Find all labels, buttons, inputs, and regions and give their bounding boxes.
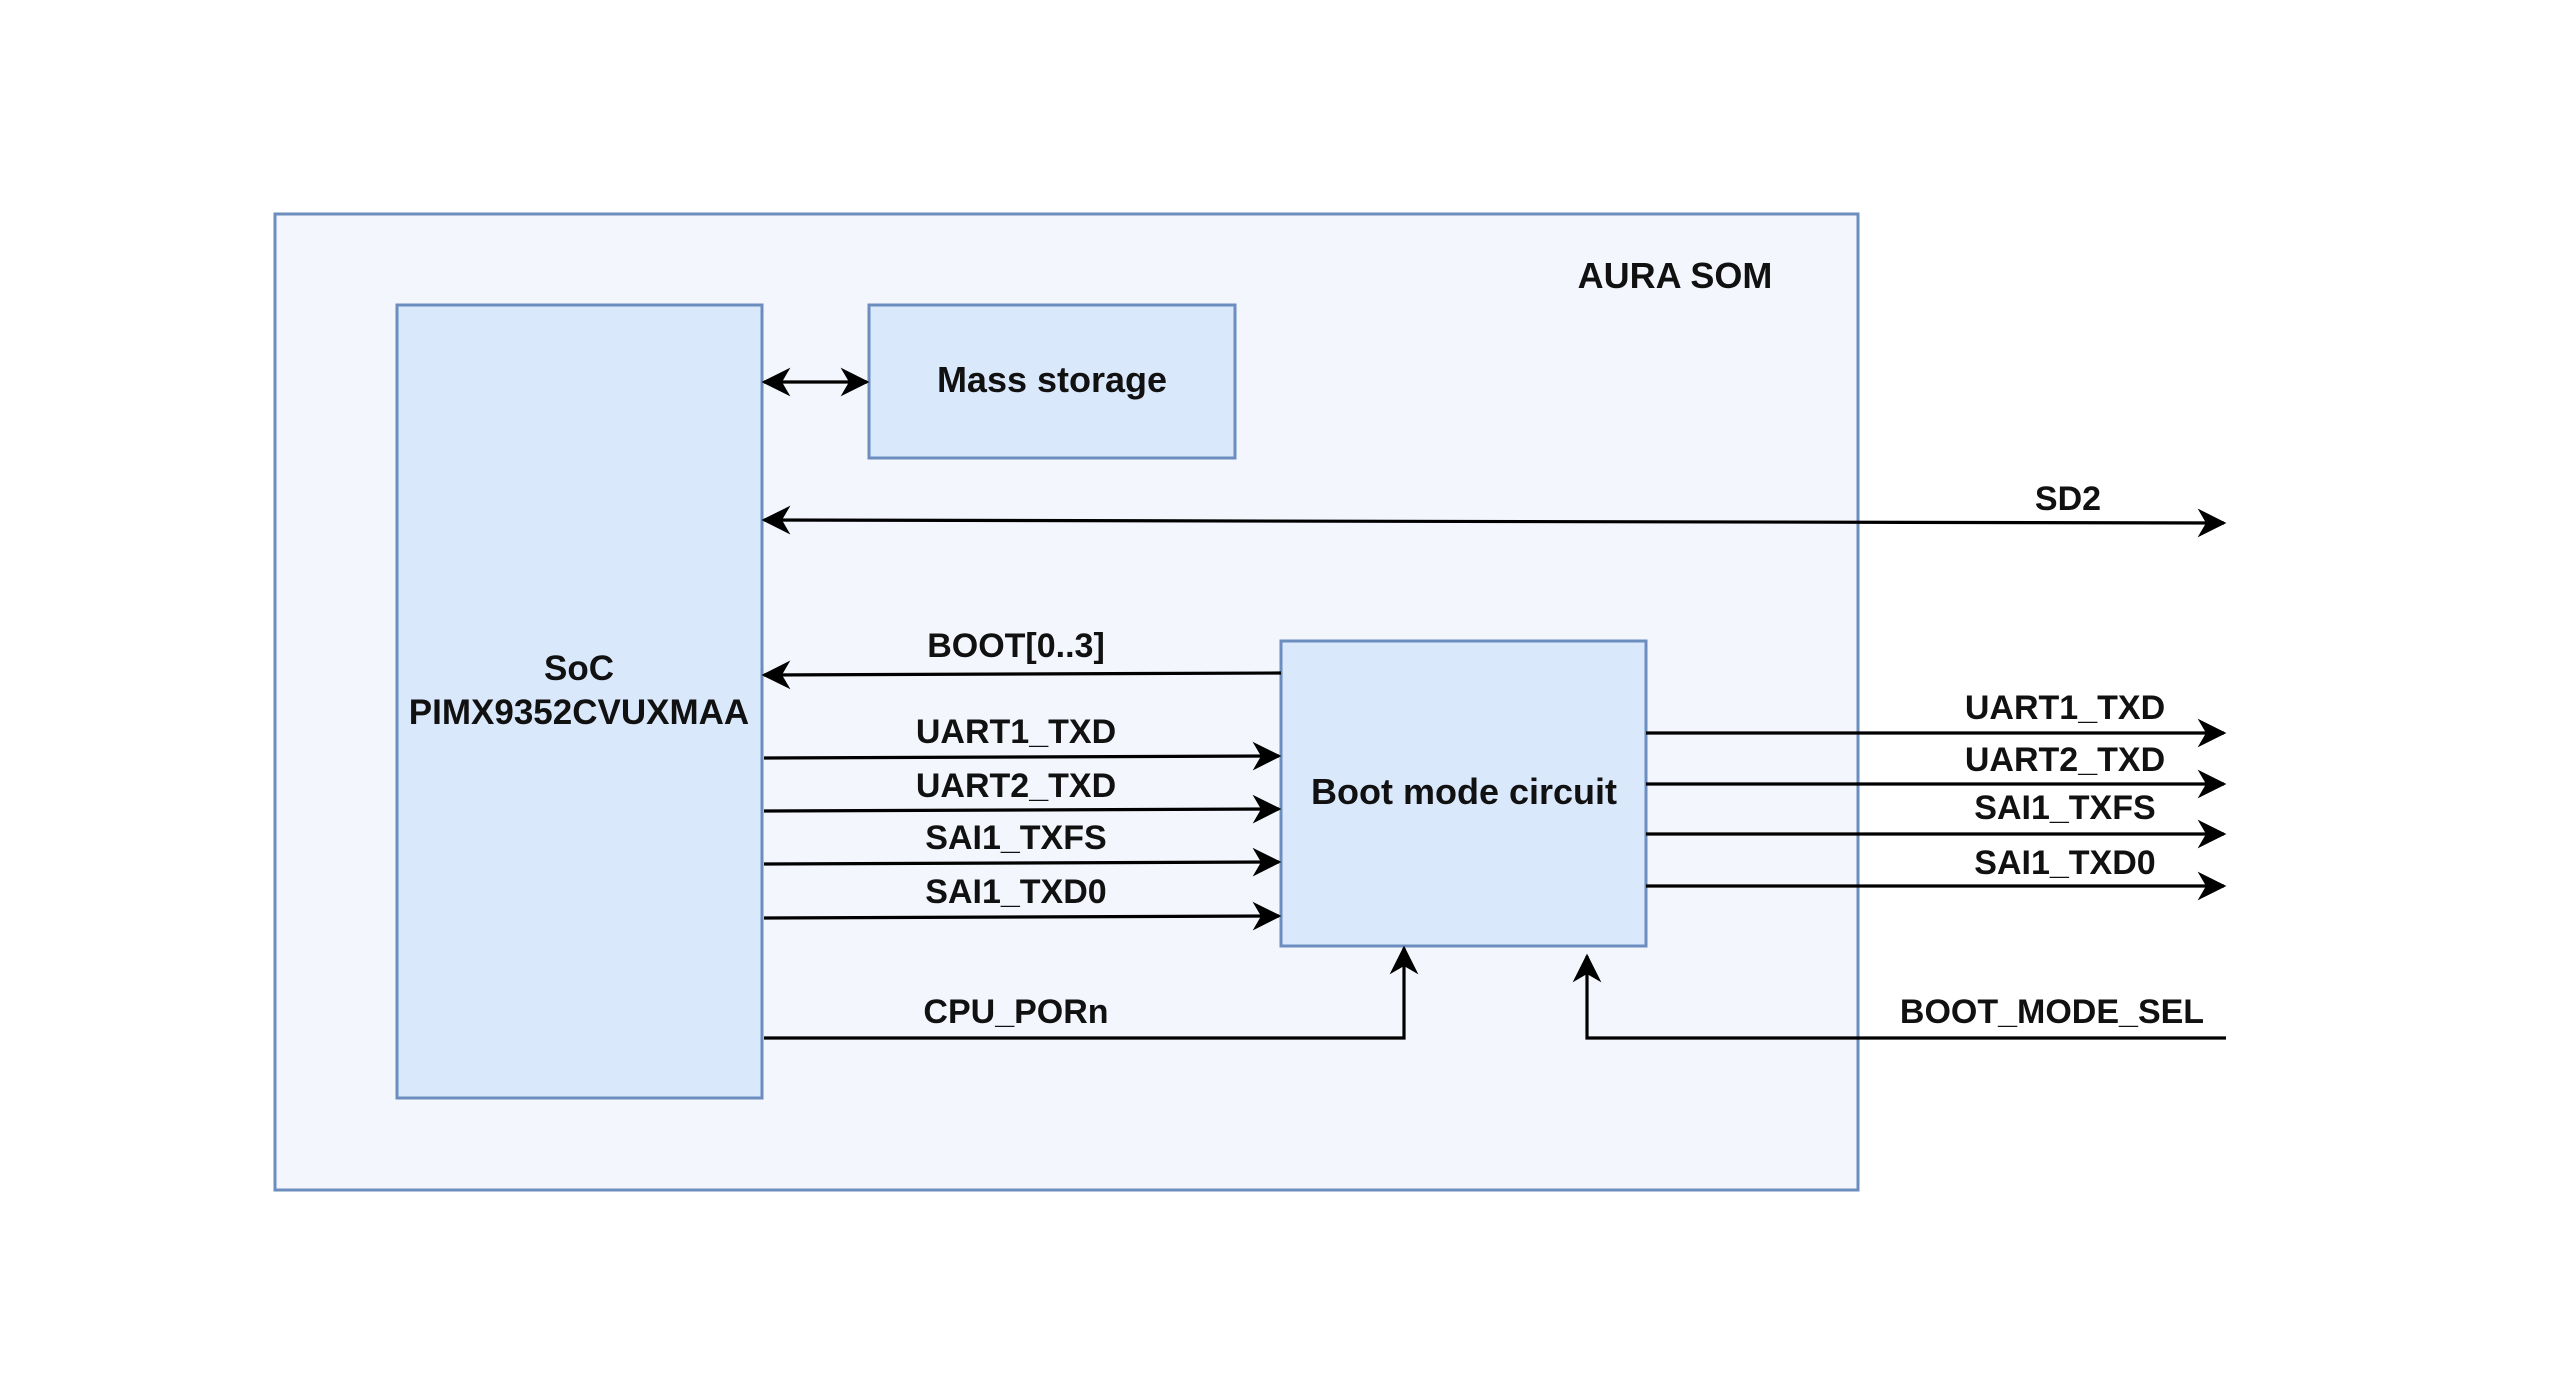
soc-uart2-txd-label: UART2_TXD [916, 767, 1116, 805]
boot-mode-sel-link [1572, 953, 2226, 1040]
soc-block [395, 303, 764, 1100]
boot-mode-sel-label: BOOT_MODE_SEL [1900, 993, 2204, 1031]
soc-sai1-txfs-label: SAI1_TXFS [925, 819, 1106, 857]
out-sai1-txd0-label: SAI1_TXD0 [1974, 844, 2155, 882]
soc-sai1-txd0-link [763, 901, 1282, 931]
out-uart1-txd-label: UART1_TXD [1965, 689, 2165, 727]
som-title: AURA SOM [1578, 255, 1773, 296]
out-uart2-txd-label: UART2_TXD [1965, 741, 2165, 779]
soc-uart1-txd-link [763, 741, 1282, 771]
boot-pins-link [761, 660, 1282, 690]
soc-part-number: PIMX9352CVUXMAA [409, 693, 749, 732]
soc-sai1-txfs-link [763, 847, 1282, 877]
mass-storage-block [867, 303, 1237, 460]
mass-storage-label: Mass storage [937, 359, 1167, 400]
boot-mode-circuit-label: Boot mode circuit [1311, 771, 1617, 812]
soc-sai1-txd0-label: SAI1_TXD0 [925, 873, 1106, 911]
boot-pins-label: BOOT[0..3] [927, 627, 1105, 665]
out-sai1-txfs-label: SAI1_TXFS [1974, 789, 2155, 827]
cpu-porn-link [764, 945, 1419, 1040]
soc-uart1-txd-label: UART1_TXD [916, 713, 1116, 751]
boot-mode-circuit-block [1279, 639, 1648, 948]
soc-uart2-txd-link [763, 794, 1282, 824]
cpu-porn-label: CPU_PORn [923, 993, 1108, 1031]
sd2-link [761, 505, 2227, 538]
soc-label: SoC [544, 649, 614, 688]
sd2-label: SD2 [2035, 480, 2101, 518]
